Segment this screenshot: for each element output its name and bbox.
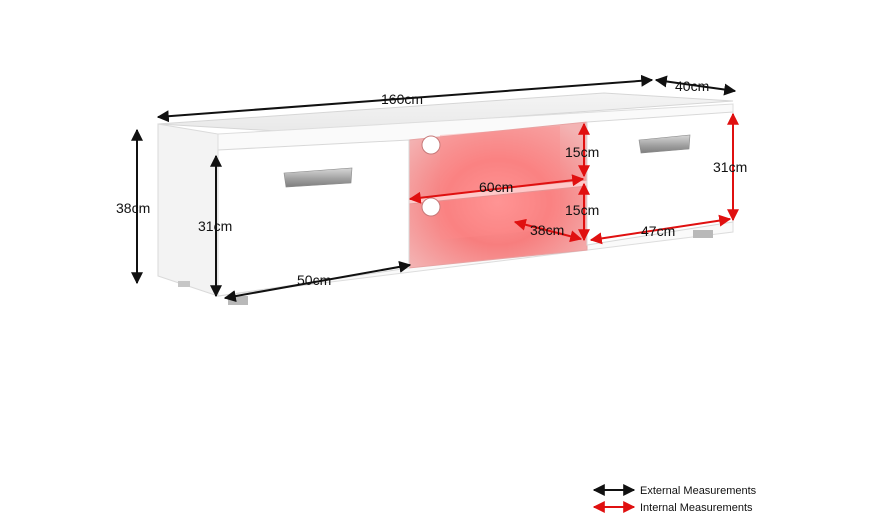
cable-hole-upper <box>421 135 441 155</box>
shelf-width-arrow <box>408 174 585 204</box>
width-arrow <box>156 74 654 123</box>
tv-unit <box>157 92 734 305</box>
width-label: 160cm <box>381 91 423 107</box>
external-dimensions <box>131 74 737 303</box>
left-end-panel <box>157 123 219 297</box>
right-door-handle <box>638 134 691 154</box>
door-right-width-label: 47cm <box>641 223 675 239</box>
door-left-height-label: 31cm <box>198 218 232 234</box>
shelf-upper-height-label: 15cm <box>565 144 599 160</box>
door-left-width-label: 50cm <box>297 272 331 288</box>
internal-dimensions <box>408 112 739 245</box>
depth-label: 40cm <box>675 78 709 94</box>
door-left-width-arrow <box>223 260 412 303</box>
height-label: 38cm <box>116 200 150 216</box>
foot-back-left <box>178 281 190 287</box>
shelf-lower-height-label: 15cm <box>565 202 599 218</box>
shelf-width-label: 60cm <box>479 179 513 195</box>
foot-front-right <box>693 230 713 238</box>
depth-arrow <box>654 75 737 96</box>
dimension-labels: 160cm 40cm 38cm 31cm 50cm 60cm 15cm 15cm… <box>116 78 747 288</box>
shelf-depth-label: 38cm <box>530 222 564 238</box>
legend: External Measurements Internal Measureme… <box>592 484 757 514</box>
cable-hole-lower <box>421 197 441 217</box>
legend-internal-label: Internal Measurements <box>640 502 753 514</box>
door-right-width-arrow <box>589 214 732 245</box>
left-door-handle <box>283 167 353 188</box>
legend-external-label: External Measurements <box>640 485 757 497</box>
shelf-depth-arrow <box>513 218 583 243</box>
door-right-height-label: 31cm <box>713 159 747 175</box>
